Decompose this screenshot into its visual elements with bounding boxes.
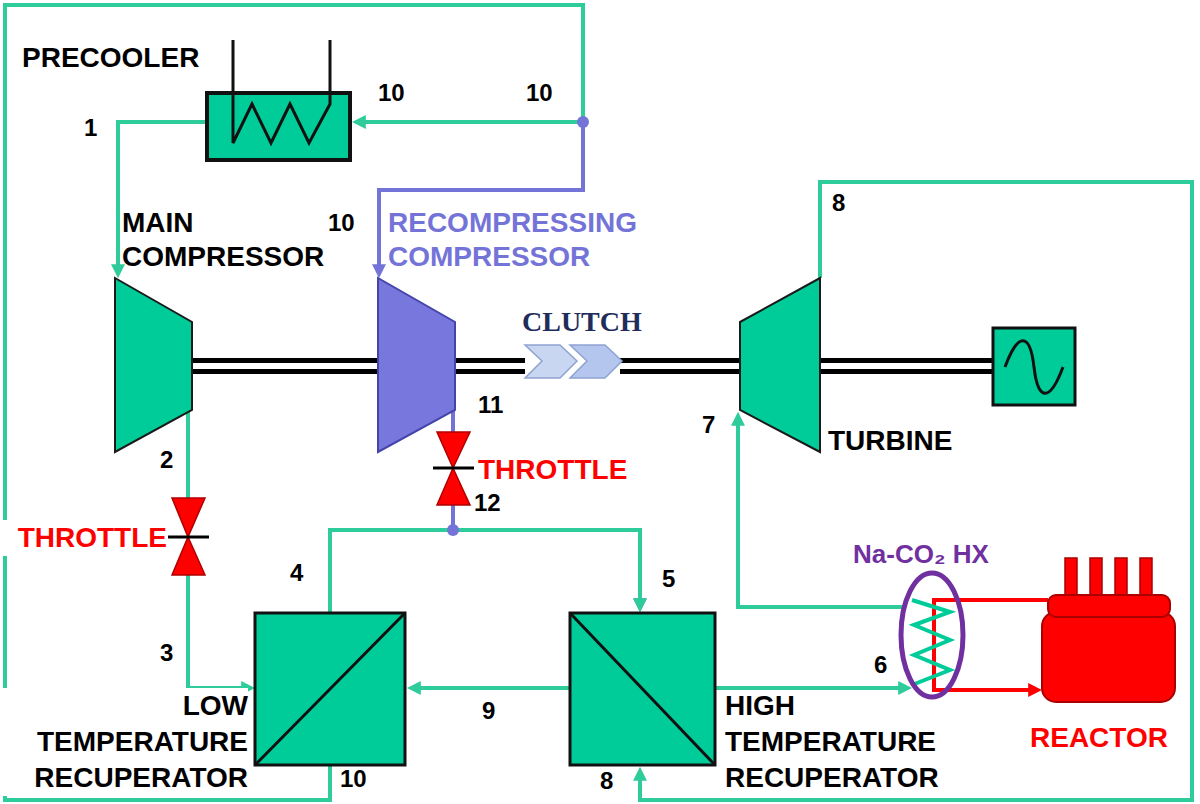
compressor-shape <box>378 278 455 452</box>
control-rod <box>1065 558 1077 600</box>
callout-number: 10 <box>328 210 355 236</box>
reactor-lid <box>1048 595 1170 617</box>
connector-line <box>640 182 1192 800</box>
connector-line <box>455 363 525 369</box>
flow-pipe <box>640 182 1192 800</box>
throttle-bar <box>433 467 474 470</box>
control-rod <box>1140 558 1152 600</box>
recuperator-diagonal <box>570 613 715 765</box>
flow-pipe <box>715 688 901 689</box>
node-label: THROTTLE <box>2 520 167 556</box>
connector-line <box>455 358 525 374</box>
callout-number: 2 <box>160 447 173 473</box>
precooler: PRECOOLER <box>20 38 355 163</box>
flow-pipe <box>330 530 640 613</box>
throttle-triangle <box>172 537 205 575</box>
connector-line <box>715 686 901 690</box>
edge-group <box>5 5 1192 800</box>
generator-sine <box>1005 341 1063 394</box>
flow-pipe <box>5 5 583 800</box>
flow-pipe <box>188 412 189 498</box>
node-label: RECOMPRESSING COMPRESSOR <box>388 206 660 274</box>
node-label: TURBINE <box>828 423 964 459</box>
reactor-vessel <box>1042 612 1175 702</box>
clutch-chevron <box>525 345 577 378</box>
shaft-line <box>620 366 740 367</box>
node-label: HIGH TEMPERATURE RECUPERATOR <box>725 688 960 796</box>
callout-number: 7 <box>702 412 715 438</box>
callout-number: 11 <box>478 392 503 418</box>
high-temp-recuperator: HIGH TEMPERATURE RECUPERATOR <box>568 608 963 804</box>
callout-number: 9 <box>482 698 495 724</box>
connector-line <box>192 363 378 369</box>
connector-line <box>5 5 583 800</box>
compressor-shape <box>115 278 192 452</box>
turbine: TURBINE <box>735 275 967 457</box>
callout-number: 5 <box>662 566 675 592</box>
flow-pipe <box>453 505 640 601</box>
connector-line <box>5 5 583 800</box>
sodium-co2-hx: Na-CO₂ HX <box>850 536 1015 704</box>
connector-line <box>418 686 570 690</box>
control-rod <box>1115 558 1127 600</box>
node-label: MAIN COMPRESSOR <box>122 206 344 274</box>
turbine-shape <box>740 278 820 452</box>
hx-coil <box>912 600 950 685</box>
connector-line <box>192 358 378 374</box>
throttle-valve: THROTTLE <box>435 430 645 508</box>
shaft-line <box>192 366 378 367</box>
recuperator-box <box>255 613 405 765</box>
main-compressor: MAIN COMPRESSOR <box>112 204 347 456</box>
control-rod <box>1090 558 1102 600</box>
connector-line <box>186 412 190 498</box>
throttle-triangle <box>437 432 470 468</box>
junction-dot <box>447 524 459 536</box>
callout-number: 1 <box>84 115 97 141</box>
recuperator-box <box>570 613 715 765</box>
flow-pipe <box>418 688 570 689</box>
layout-art <box>820 328 1075 692</box>
throttle-valve: THROTTLE <box>2 495 208 577</box>
callout-number: 4 <box>290 560 303 586</box>
connector-line <box>934 598 1048 602</box>
node-label: LOW TEMPERATURE RECUPERATOR <box>2 688 248 796</box>
node-label: Na-CO₂ HX <box>853 536 1013 572</box>
node-label: THROTTLE <box>478 452 643 488</box>
connector-line <box>330 530 640 613</box>
generator-shaft <box>820 358 993 374</box>
connector-line <box>620 363 740 369</box>
callout-number: 8 <box>600 768 613 794</box>
flow-pipe <box>188 575 244 688</box>
connector-line <box>188 575 244 688</box>
throttle-triangle <box>437 468 470 505</box>
throttle-triangle <box>172 498 205 537</box>
flow-pipe <box>5 5 583 800</box>
callout-number: 10 <box>340 766 367 792</box>
node-label: PRECOOLER <box>22 40 222 76</box>
node-label: CLUTCH <box>522 304 662 340</box>
callout-number: 3 <box>160 640 173 666</box>
throttle-bar <box>168 536 209 539</box>
generator-shaft <box>820 363 993 369</box>
junction-dot <box>577 116 589 128</box>
callout-number: 6 <box>874 652 887 678</box>
node-label: REACTOR <box>1030 720 1188 756</box>
callout-number: 8 <box>832 190 845 216</box>
connector-line <box>453 505 640 601</box>
callout-number: 12 <box>474 490 501 516</box>
generator-box <box>993 328 1075 405</box>
clutch: CLUTCH <box>518 304 663 384</box>
flow-pipe <box>934 600 1048 601</box>
recuperator-diagonal <box>255 613 405 765</box>
callout-number: 10 <box>526 80 553 106</box>
callout-number: 10 <box>378 80 405 106</box>
hx-oval <box>901 573 963 697</box>
connector-line <box>620 358 740 374</box>
reactor: REACTOR <box>1025 555 1190 755</box>
shaft-line <box>455 366 525 367</box>
cooling-coil <box>233 40 330 143</box>
clutch-chevron <box>570 345 622 378</box>
